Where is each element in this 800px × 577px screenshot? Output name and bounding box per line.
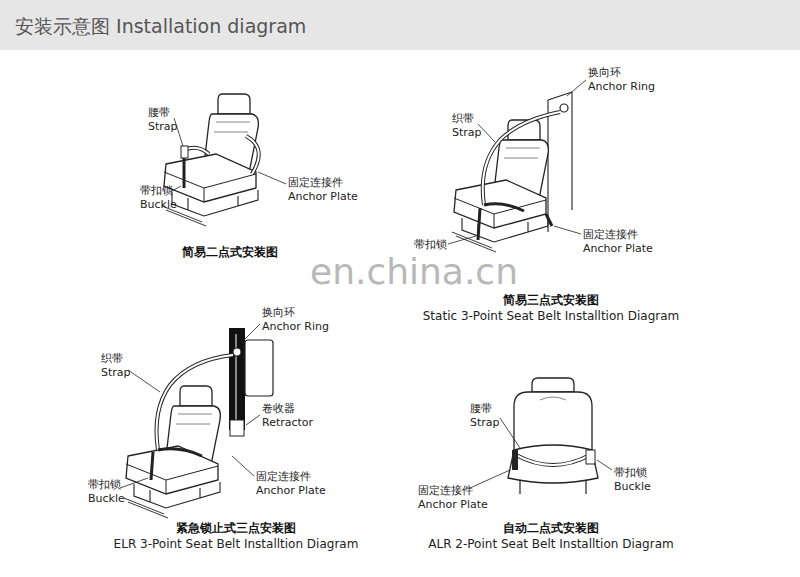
part-label: Strap <box>470 416 500 429</box>
part-label: Strap <box>101 366 131 379</box>
part-label: 带扣锁 <box>414 238 447 251</box>
part-label: Anchor Plate <box>288 190 358 203</box>
caption-text: Static 3-Point Seat Belt Installtion Dia… <box>423 310 680 323</box>
part-label: Buckle <box>88 492 125 505</box>
part-label: 带扣锁 <box>614 466 647 479</box>
caption-text: 简易二点式安装图 <box>182 246 278 259</box>
watermark: en.china.cn <box>310 252 518 292</box>
caption-text: 简易三点式安装图 <box>503 294 599 307</box>
part-label: Buckle <box>140 198 177 211</box>
part-label: Strap <box>148 120 178 133</box>
part-label: 带扣锁 <box>88 478 121 491</box>
part-label: 固定连接件 <box>288 176 343 189</box>
caption-text: ALR 2-Point Seat Belt Installtion Diagra… <box>428 538 673 551</box>
part-label: Anchor Plate <box>583 242 653 255</box>
part-label: Strap <box>452 126 482 139</box>
part-label: 腰带 <box>470 402 492 415</box>
part-label: 固定连接件 <box>256 470 311 483</box>
part-label: Buckle <box>614 480 651 493</box>
part-label: 织带 <box>101 352 123 365</box>
caption-text: 紧急锁止式三点安装图 <box>176 522 296 535</box>
part-label: 固定连接件 <box>418 484 473 497</box>
part-label: Anchor Plate <box>256 484 326 497</box>
part-label: 卷收器 <box>262 402 295 415</box>
part-label: 腰带 <box>148 106 170 119</box>
part-label: 带扣锁 <box>140 184 173 197</box>
part-label: Anchor Ring <box>262 320 329 333</box>
part-label: Retractor <box>262 416 313 429</box>
page-title: 安装示意图 Installation diagram <box>15 14 306 38</box>
part-label: 固定连接件 <box>583 228 638 241</box>
caption-text: 自动二点式安装图 <box>503 522 599 535</box>
part-label: 织带 <box>452 112 474 125</box>
part-label: Anchor Ring <box>588 80 655 93</box>
caption-text: ELR 3-Point Seat Belt Installtion Diagra… <box>114 538 359 551</box>
part-label: Anchor Plate <box>418 498 488 511</box>
part-label: 换向环 <box>262 306 295 319</box>
part-label: 换向环 <box>588 66 621 79</box>
